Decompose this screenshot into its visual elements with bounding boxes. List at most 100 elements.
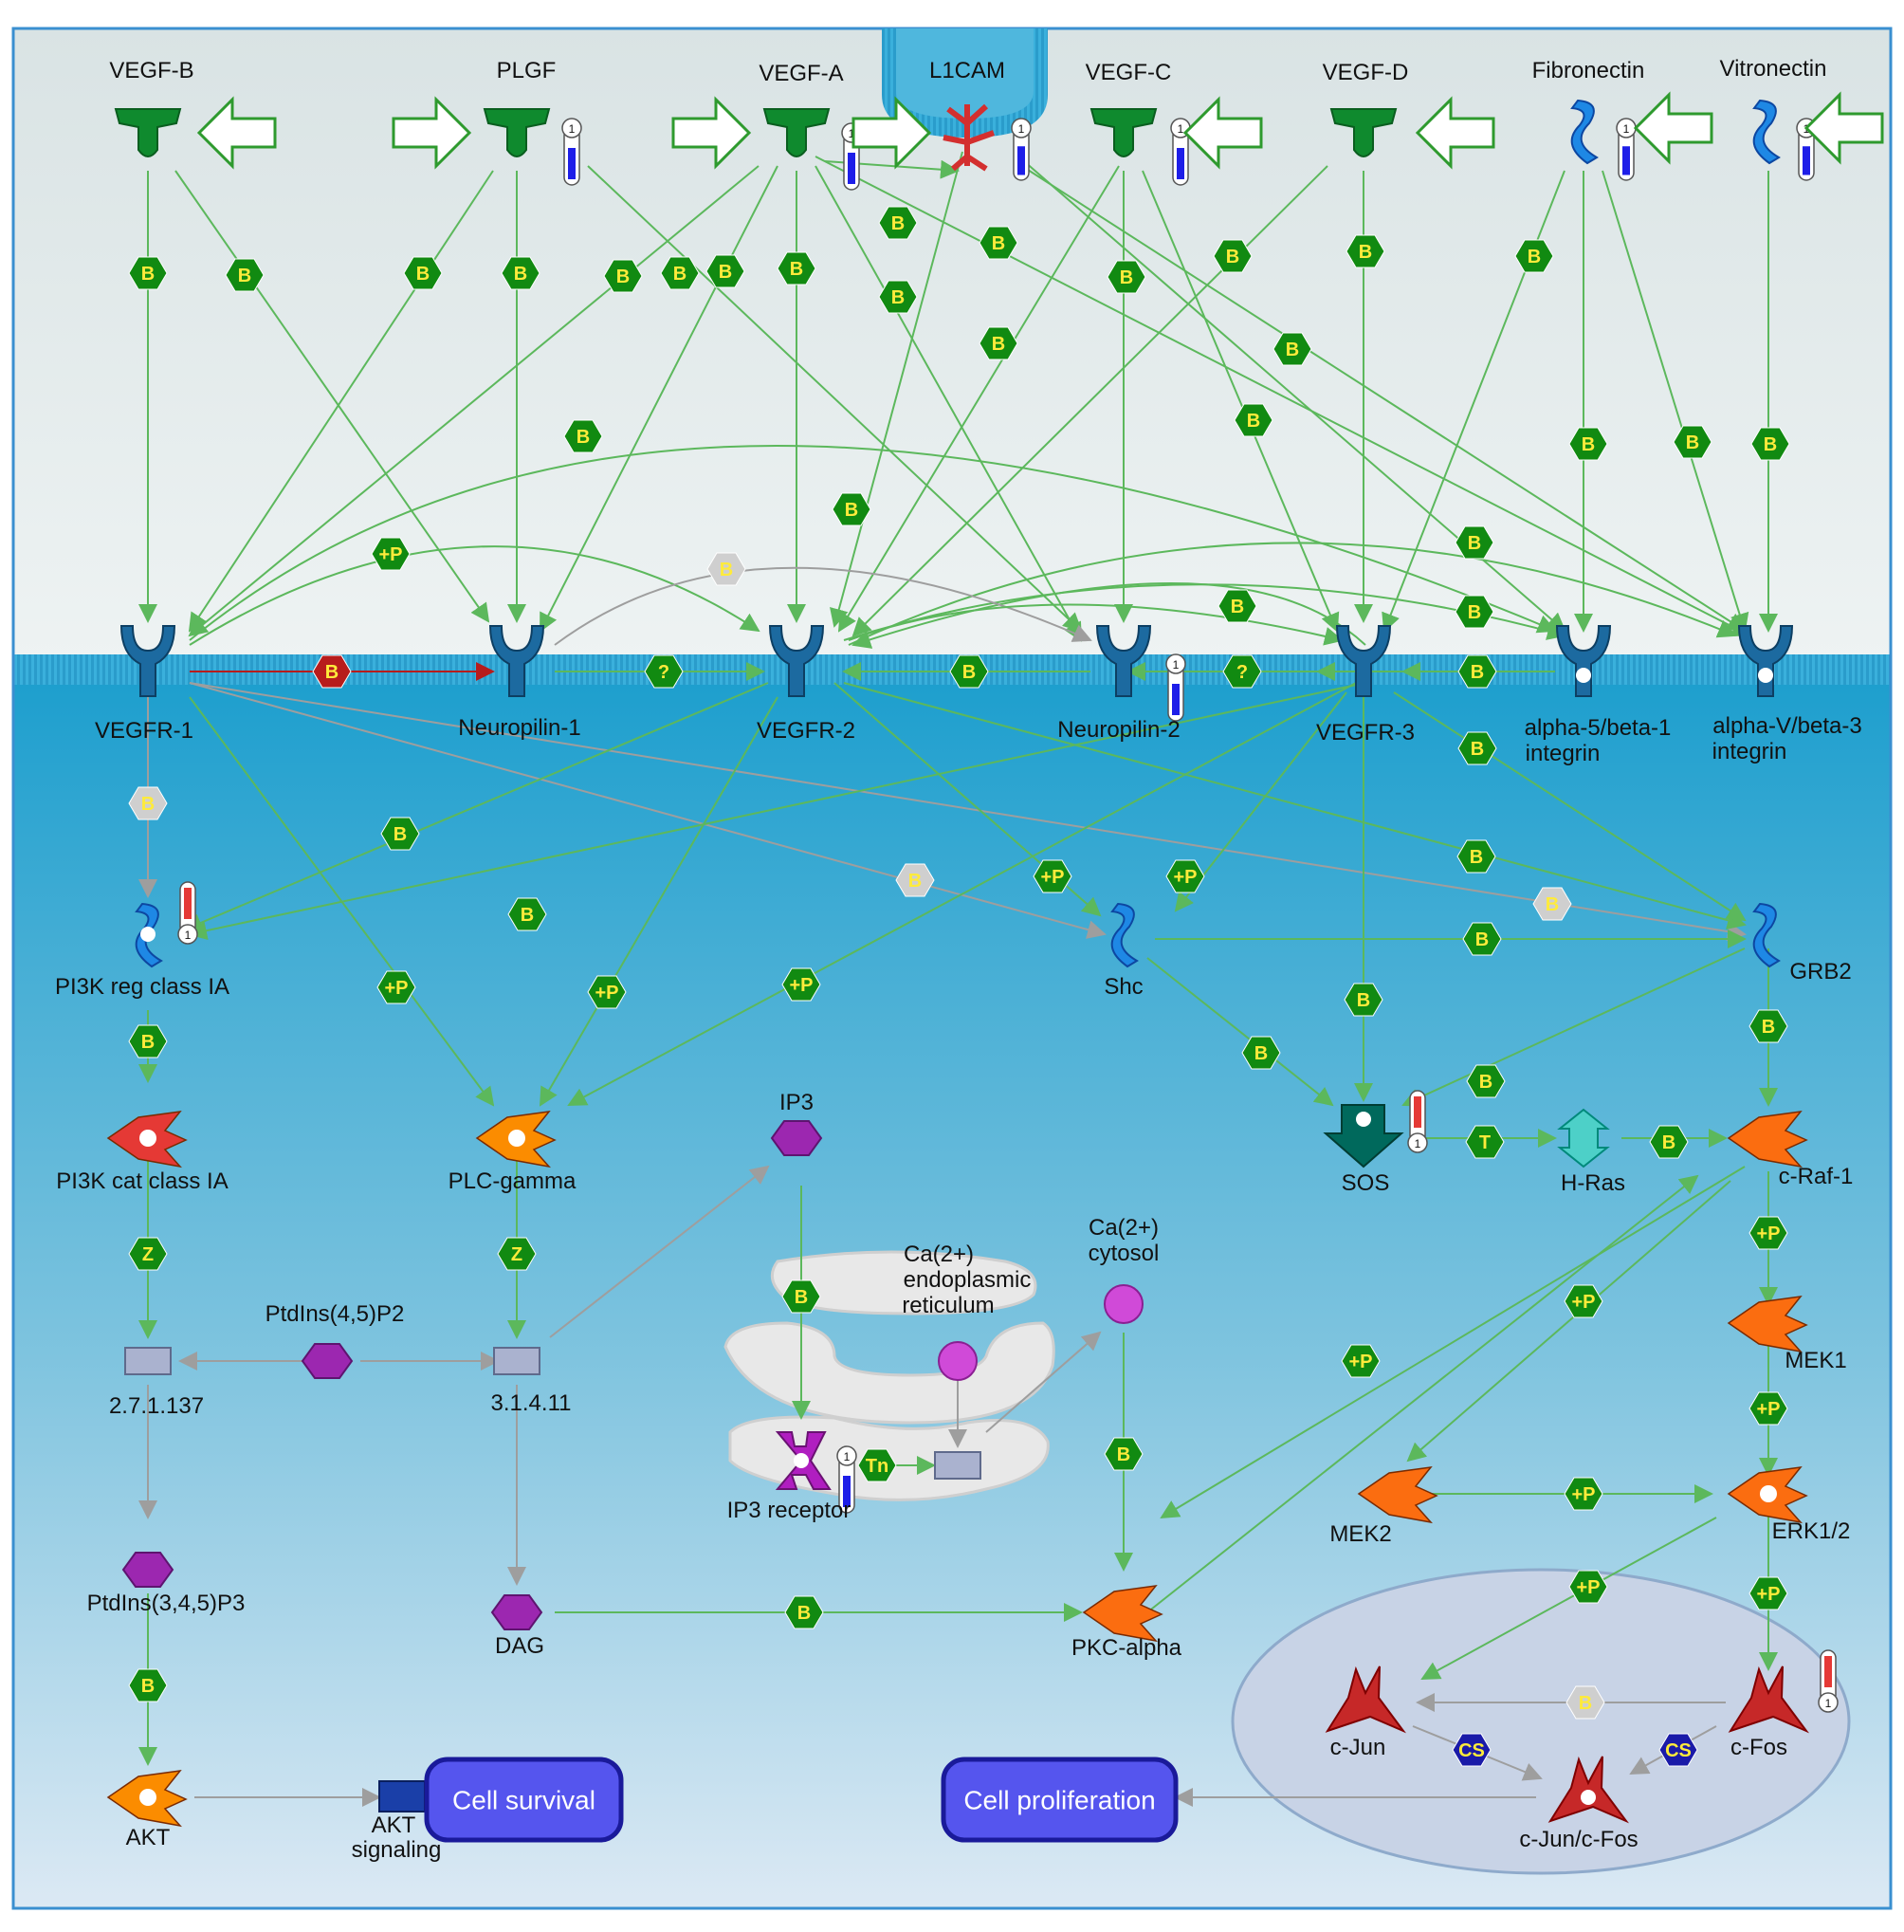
badge-phospho-63: +P [1568,1570,1608,1604]
neuropilin-1-receptor [488,625,545,697]
badge-binding-36: B [895,863,935,897]
badge-binding-1: B [225,258,265,292]
edge [1146,1174,1699,1613]
grb2-node [1752,902,1781,968]
edge [1160,1166,1746,1519]
edge [189,682,1747,942]
badge-binding-7-text: B [790,259,803,280]
badge-binding-37-text: B [1470,847,1483,868]
badge-binding-13-text: B [1226,247,1239,267]
badge-binding-36-text: B [908,871,922,892]
vegf-b-ligand [114,108,182,157]
ca-er-label-line2: endoplasmic [904,1267,1032,1293]
badge-binding-37: B [1456,839,1496,874]
badge-phospho-40-text: +P [1173,867,1197,888]
badge-binding-52: B [1649,1125,1689,1159]
edge [1174,691,1347,912]
badge-binding-67: B [1565,1685,1605,1720]
alpha5-beta1-label-line1: alpha-5/beta-1 [1525,715,1672,741]
l1cam-node [943,103,996,172]
vegf-c-thermometer: 1 [1170,118,1191,186]
badge-binding-43-text: B [1357,990,1370,1011]
badge-phospho-39: +P [1033,859,1072,893]
badge-phospho-39-text: +P [1040,867,1064,888]
badge-phospho-26-text: +P [378,544,402,565]
ca-er-label-line3: reticulum [902,1293,994,1318]
badge-binding-44: B [1748,1009,1788,1043]
badge-binding-50-text: B [1479,1072,1492,1093]
sos-label: SOS [1342,1170,1390,1196]
edge [189,682,1107,939]
badge-binding-12-text: B [1120,267,1133,288]
vitronectin-input-arrow [1803,91,1884,165]
c-fos-node [1728,1665,1810,1734]
vegfr-2-receptor [768,625,825,697]
badge-z-54: Z [497,1237,537,1271]
edge [815,156,1751,636]
cell-proliferation-button[interactable]: Cell proliferation [941,1757,1179,1843]
badge-phospho-47: +P [587,975,627,1009]
thermometer-label: 1 [1623,122,1630,136]
badge-binding-49-text: B [1254,1043,1268,1064]
fibronectin-node [1570,99,1599,165]
badge-binding-42: B [1462,922,1502,956]
badge-unknown-29-text: ? [658,662,669,683]
sos-node [1323,1104,1404,1168]
badge-t-51: T [1465,1125,1505,1159]
badge-phospho-26: +P [371,537,411,571]
badge-binding-55-text: B [795,1287,808,1308]
badge-binding-11: B [979,326,1018,360]
edge [539,696,778,1107]
l1cam-thermometer: 1 [1011,118,1032,181]
akt-label: AKT [126,1825,171,1850]
vegf-b-label: VEGF-B [109,58,193,83]
badge-binding-14-text: B [1286,340,1299,360]
dag-label: DAG [495,1633,544,1659]
mek2-label: MEK2 [1329,1521,1391,1547]
ec-2-7-1-137-node [124,1347,172,1375]
badge-binding-41: B [507,897,547,931]
pkc-alpha-node [1082,1585,1163,1643]
vegfr-2-label: VEGFR-2 [757,718,855,744]
edge [1146,957,1334,1107]
badge-binding-6-text: B [719,262,732,283]
badge-binding-67-text: B [1579,1693,1592,1714]
badge-binding-45-text: B [141,1032,155,1053]
akt-signaling-label-line2: signaling [352,1837,442,1863]
edge [1401,948,1746,1107]
c-jun-c-fos-node [1547,1756,1630,1824]
c-jun-label: c-Jun [1330,1735,1386,1760]
c-raf-1-label: c-Raf-1 [1779,1164,1854,1189]
akt-signaling-label-line1: AKT [372,1812,416,1838]
badge-binding-32-text: B [1471,662,1484,683]
alphaV-beta3-label-line2: integrin [1712,739,1787,764]
badge-binding-65-text: B [797,1603,811,1624]
cell-survival-button[interactable]: Cell survival [424,1757,624,1843]
badge-binding-23: B [1455,525,1494,560]
neuropilin-1-label: Neuropilin-1 [458,715,580,741]
grb2-label: GRB2 [1789,959,1851,984]
badge-z-54-text: Z [511,1244,522,1265]
thermometer-label: 1 [1415,1137,1421,1150]
badge-binding-20-text: B [1764,434,1777,455]
mek1-label: MEK1 [1785,1348,1846,1373]
badge-phospho-46: +P [376,970,416,1004]
cell-proliferation-button-label: Cell proliferation [963,1786,1155,1815]
badge-z-53-text: Z [142,1244,154,1265]
badge-binding-55: B [781,1279,821,1314]
badge-binding-21-text: B [577,427,590,448]
badge-phospho-63-text: +P [1576,1577,1600,1598]
badge-binding-43: B [1344,983,1383,1017]
ip3-label: IP3 [779,1090,814,1115]
ca-er-label-line1: Ca(2+) [904,1242,974,1267]
vegf-c-ligand [1089,108,1158,157]
badge-binding-3: B [501,256,540,290]
badge-binding-27-text: B [720,560,733,580]
ca-cytosol-label-line1: Ca(2+) [1089,1215,1159,1241]
badge-binding-52-text: B [1662,1132,1675,1153]
edge [189,545,760,646]
vegf-c-label: VEGF-C [1086,60,1172,85]
edges-layer [138,151,1778,1807]
badge-tn-62-text: Tn [866,1456,888,1477]
